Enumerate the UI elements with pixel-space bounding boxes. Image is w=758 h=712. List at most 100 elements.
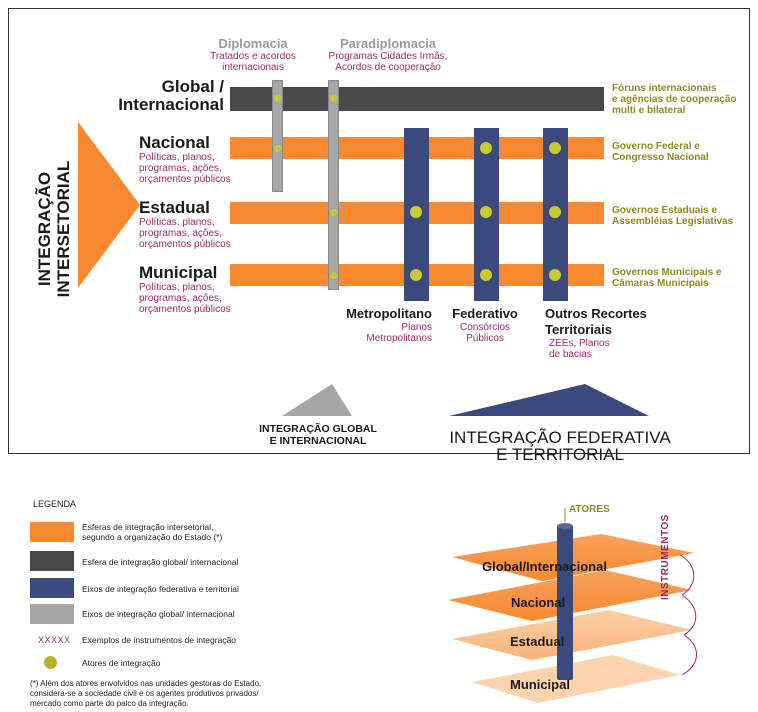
col-paradiplomacia-desc2: Acordos de cooperação (335, 62, 441, 73)
actor-dot (273, 144, 281, 152)
legend-title: LEGENDA (33, 499, 77, 509)
actor-dot (480, 269, 492, 281)
vertical-title-line1: INTEGRAÇÃO (35, 171, 54, 287)
vertical-title-line2: INTERSETORIAL (54, 160, 73, 298)
legend-text-dark: Esfera de integração global/ internacion… (82, 557, 239, 567)
bar-global (230, 87, 604, 111)
axis-outros-name2: Territoriais (545, 322, 612, 337)
actors-pillar-top (557, 523, 573, 529)
layer-label-global: Global/Internacional (482, 559, 607, 574)
legend-instr-text: Exemplos de instrumentos de integração (82, 635, 237, 645)
level-global: Global / Internacional (108, 78, 224, 114)
level-global-name1: Global / (161, 77, 224, 96)
col-diplomacia-desc2: internacionais (222, 62, 284, 73)
global-integration-label: INTEGRAÇÃO GLOBAL E INTERNACIONAL (248, 423, 388, 447)
axis-fed-desc2: Públicos (466, 333, 504, 344)
global-integration-2: E INTERNACIONAL (269, 435, 367, 447)
legend-actor-text: Atores de integração (82, 658, 161, 668)
legend-actor-dot (44, 656, 57, 669)
axis-metro-desc2: Metropolitanos (366, 333, 432, 344)
level-municipal-name: Municipal (139, 263, 218, 282)
right-global: Fóruns internacionais e agências de coop… (612, 83, 752, 116)
right-nacional-1: Governo Federal e (612, 141, 700, 152)
instrumentos-label: INSTRUMENTOS (660, 514, 671, 600)
axis-outros-desc2: de bacias (549, 349, 592, 360)
actor-dot (480, 142, 492, 154)
level-estadual: Estadual Políticas, planos, programas, a… (139, 199, 259, 251)
col-paradiplomacia: Paradiplomacia Programas Cidades Irmãs, … (318, 36, 458, 73)
level-municipal-desc2: programas, ações, (139, 293, 222, 304)
federative-integration-1: INTEGRAÇÃO FEDERATIVA (449, 428, 671, 447)
instr-curve-1 (679, 554, 695, 596)
actor-dot (549, 206, 561, 218)
federative-integration-label: INTEGRAÇÃO FEDERATIVA E TERRITORIAL (420, 429, 700, 463)
layer-label-estadual: Estadual (510, 634, 565, 649)
layer-municipal (472, 655, 680, 703)
legend-swatch-navy (30, 578, 74, 598)
legend-text-navy: Eixos de integração federativa e territo… (82, 584, 239, 594)
level-nacional-desc1: Políticas, planos, (139, 152, 215, 163)
level-global-name2: Internacional (118, 95, 224, 114)
legend-instr-marker: XXXXX (38, 635, 71, 645)
federative-triangle (449, 384, 649, 416)
col-diplomacia: Diplomacia Tratados e acordos internacio… (198, 36, 308, 73)
right-estadual-1: Governos Estaduais e (612, 205, 718, 216)
legend-swatch-dark (30, 551, 74, 571)
legend-text-gray: Eixos de integração global/ internaciona… (82, 609, 235, 619)
federative-integration-2: E TERRITORIAL (496, 445, 624, 464)
level-estadual-desc2: programas, ações, (139, 228, 222, 239)
axis-label-federativo: Federativo Consórcios Públicos (445, 306, 525, 344)
right-municipal: Governos Municipais e Câmaras Municipais (612, 267, 752, 289)
right-global-1: Fóruns internacionais (612, 83, 717, 94)
atores-label: ATORES (569, 504, 610, 515)
global-integration-1: INTEGRAÇÃO GLOBAL (259, 423, 377, 435)
right-estadual-2: Assembléias Legislativas (612, 216, 734, 227)
level-nacional: Nacional Políticas, planos, programas, a… (139, 133, 259, 186)
col-diplomacia-title: Diplomacia (218, 36, 288, 51)
col-diplomacia-desc1: Tratados e acordos (210, 51, 296, 62)
right-global-2: e agências de cooperação (612, 94, 737, 105)
actor-dot (410, 269, 422, 281)
layer-label-nacional: Nacional (511, 595, 566, 610)
legend-orange-1: Esferas de integração intersetorial, (82, 522, 214, 532)
axis-label-outros: Outros Recortes Territoriais ZEEs, Plano… (545, 306, 665, 360)
col-paradiplomacia-title: Paradiplomacia (339, 36, 437, 51)
legend-text-orange: Esferas de integração intersetorial, seg… (82, 522, 302, 542)
right-nacional: Governo Federal e Congresso Nacional (612, 141, 752, 163)
level-nacional-desc3: orçamentos públicos (139, 174, 231, 185)
level-municipal: Municipal Políticas, planos, programas, … (139, 263, 259, 316)
axis-paradiplomacia (328, 80, 339, 290)
actor-dot (329, 208, 337, 216)
diagram-frame (8, 8, 750, 454)
right-global-3: multi e bilateral (612, 105, 686, 116)
right-municipal-1: Governos Municipais e (612, 267, 722, 278)
legend-footnote: (*) Além dos atores envolvidos nas unida… (30, 679, 330, 709)
axis-metro-name: Metropolitano (346, 306, 432, 321)
right-nacional-2: Congresso Nacional (612, 152, 709, 163)
instr-curve-2 (681, 594, 697, 636)
axis-fed-desc1: Consórcios (459, 322, 511, 333)
actors-pillar (557, 525, 573, 680)
axis-diplomacia (272, 80, 283, 192)
actor-dot (329, 271, 337, 279)
level-nacional-name: Nacional (139, 133, 210, 152)
level-municipal-desc3: orçamentos públicos (139, 304, 231, 315)
actor-dot (549, 142, 561, 154)
vertical-title: INTEGRAÇÃO INTERSETORIAL (22, 160, 82, 298)
legend-swatch-orange (30, 522, 74, 542)
layers-diagram (448, 508, 697, 703)
intersectoral-arrow (78, 122, 140, 288)
actor-dot (480, 206, 492, 218)
legend-swatch-gray (30, 604, 74, 624)
level-estadual-desc3: orçamentos públicos (139, 239, 231, 250)
level-estadual-desc1: Políticas, planos, (139, 217, 215, 228)
right-estadual: Governos Estaduais e Assembléias Legisla… (612, 205, 752, 227)
legend-orange-2: segundo a organização do Estado (*) (82, 532, 223, 542)
right-municipal-2: Câmaras Municipais (612, 278, 709, 289)
instr-curve-3 (681, 634, 697, 676)
axis-metro-desc1: Planos (401, 322, 432, 333)
actor-dot (329, 94, 337, 102)
axis-outros-desc1: ZEEs, Planos (549, 338, 610, 349)
footnote-3: mercado como parte do palco da integraçã… (30, 699, 189, 708)
axis-fed-name: Federativo (452, 306, 518, 321)
